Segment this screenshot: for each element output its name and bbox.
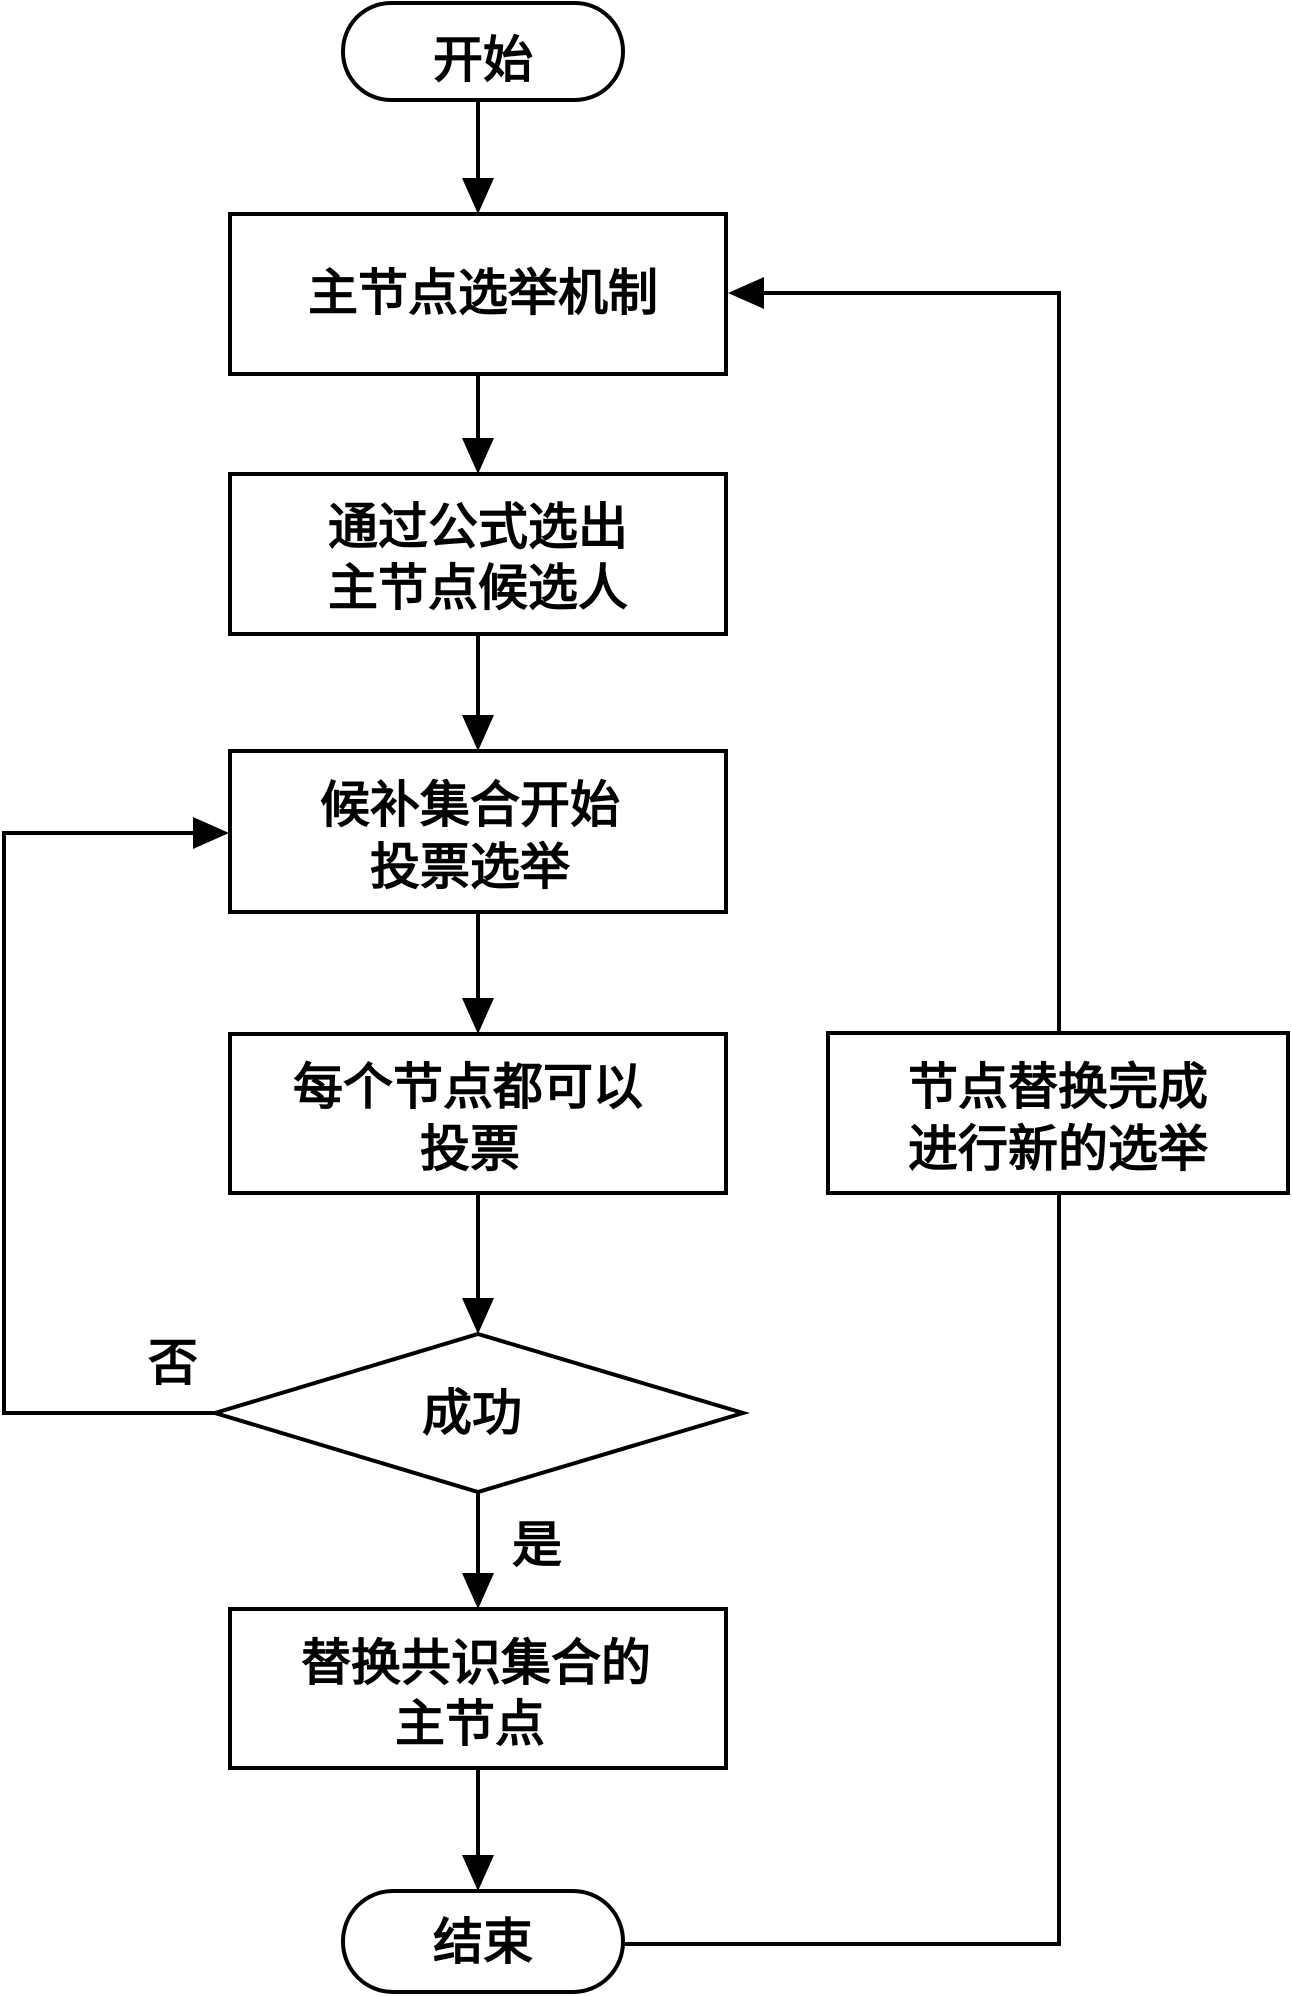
candidate-vote-box: 候补集合开始 投票选举 — [228, 749, 728, 914]
arrowhead-candidate-to-vote — [462, 715, 494, 751]
arrow-end-to-replacement — [624, 1193, 1061, 1946]
decision-diamond: 成功 — [208, 1331, 751, 1495]
arrowhead-decision-no-loop — [193, 817, 229, 849]
start-label: 开始 — [433, 30, 533, 89]
end-node: 结束 — [341, 1889, 625, 1994]
replace-primary-box: 替换共识集合的 主节点 — [228, 1607, 728, 1770]
arrow-decision-no-loop — [2, 831, 215, 1415]
arrowhead-everynode-to-decision — [462, 1298, 494, 1334]
arrow-replacement-to-election — [757, 291, 1061, 1033]
replace-primary-line-2: 主节点 — [395, 1694, 545, 1753]
connectors — [2, 100, 1061, 1946]
arrowhead-election-to-candidate — [462, 438, 494, 474]
start-node: 开始 — [341, 1, 625, 102]
candidate-vote-line-2: 投票选举 — [370, 837, 571, 896]
select-candidate-line-1: 通过公式选出 — [328, 497, 628, 556]
decision-yes-label: 是 — [512, 1515, 562, 1574]
every-node-votes-line-2: 投票 — [420, 1119, 520, 1178]
decision-label: 成功 — [422, 1383, 522, 1442]
arrowhead-start-to-election — [462, 178, 494, 214]
election-mechanism-box: 主节点选举机制 — [228, 212, 728, 376]
decision-no-label: 否 — [148, 1333, 198, 1392]
election-mechanism-label: 主节点选举机制 — [308, 263, 658, 322]
arrowhead-decision-yes — [462, 1573, 494, 1609]
replacement-done-box: 节点替换完成 进行新的选举 — [826, 1031, 1290, 1195]
arrowhead-replace-to-end — [462, 1855, 494, 1891]
replacement-done-line-2: 进行新的选举 — [908, 1119, 1209, 1178]
candidate-vote-line-1: 候补集合开始 — [320, 775, 620, 834]
replacement-done-line-1: 节点替换完成 — [908, 1057, 1208, 1116]
select-candidate-box: 通过公式选出 主节点候选人 — [228, 472, 728, 636]
every-node-votes-line-1: 每个节点都可以 — [293, 1057, 643, 1116]
every-node-votes-box: 每个节点都可以 投票 — [228, 1032, 728, 1195]
arrowhead-vote-to-everynode — [462, 998, 494, 1034]
replace-primary-line-1: 替换共识集合的 — [301, 1633, 651, 1692]
end-label: 结束 — [433, 1912, 533, 1971]
select-candidate-line-2: 主节点候选人 — [328, 558, 628, 617]
arrowhead-replacement-to-election — [728, 277, 764, 309]
